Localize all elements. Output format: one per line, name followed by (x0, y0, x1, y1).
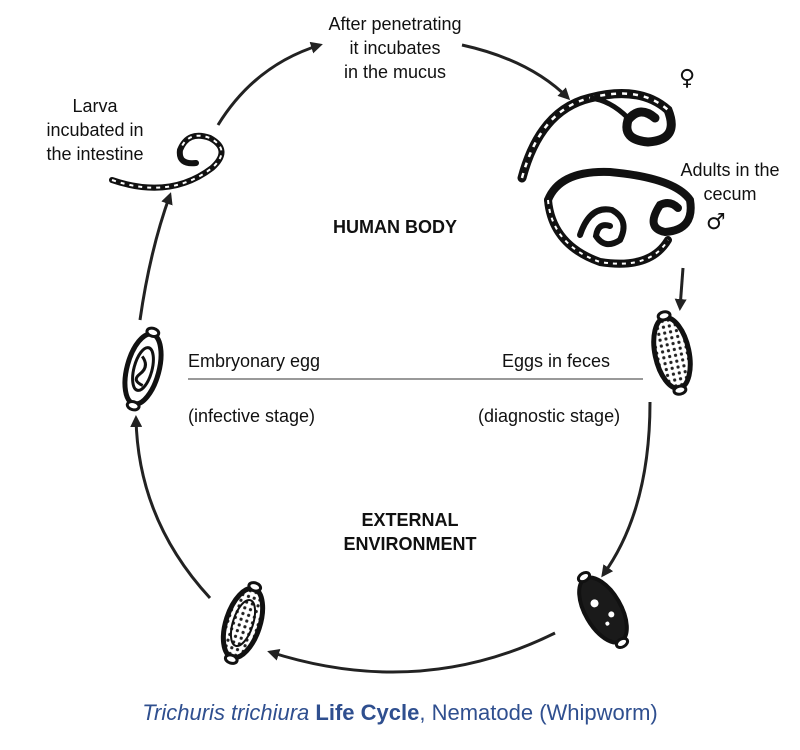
arrow-adults-to-eggs (674, 267, 687, 311)
label-embryonary-egg: Embryonary egg (188, 351, 321, 371)
feces-egg-illustration (651, 310, 693, 396)
arrow-embryonated-to-larva (138, 192, 173, 321)
arrow-eggs-to-env (601, 401, 652, 578)
label-line: incubated in (46, 120, 144, 140)
label-line: EXTERNAL (361, 510, 459, 530)
label-line: the intestine (46, 144, 144, 164)
label-adults: Adults in the cecum (665, 158, 795, 206)
arrow-dev-to-embryonated (130, 415, 212, 600)
label-line: in the mucus (343, 62, 447, 82)
figure-caption: Trichuris trichiura Life Cycle, Nematode… (0, 700, 800, 726)
arrow-larva-to-mucus (216, 41, 323, 126)
caption-rest: , Nematode (Whipworm) (419, 700, 658, 725)
label-line: Larva (72, 96, 118, 116)
label-line: it incubates (349, 38, 441, 58)
larva-illustration (109, 132, 225, 191)
embryonated-egg-illustration (122, 326, 164, 412)
female-symbol: ♀ (679, 66, 696, 91)
label-line: cecum (703, 184, 757, 204)
label-after-penetrating: After penetrating it incubates in the mu… (300, 12, 490, 84)
caption-species: Trichuris trichiura (142, 700, 310, 725)
adult-worms-illustration (517, 89, 695, 268)
label-infective-stage: (infective stage) (188, 406, 316, 426)
developing-egg-illustration (220, 581, 266, 665)
male-symbol: ♂ (706, 210, 726, 235)
arrow-env-to-dev-egg (267, 631, 556, 674)
label-external-environment: EXTERNAL ENVIRONMENT (310, 508, 510, 556)
caption-life-cycle: Life Cycle (315, 700, 420, 725)
label-larva: Larva incubated in the intestine (30, 94, 160, 166)
environment-egg-illustration (576, 571, 630, 649)
label-line: After penetrating (328, 14, 462, 34)
life-cycle-diagram (109, 41, 695, 674)
label-line: Adults in the (680, 160, 780, 180)
label-line: ENVIRONMENT (343, 534, 477, 554)
label-eggs-in-feces: Eggs in feces (502, 351, 611, 371)
label-human-body: HUMAN BODY (333, 217, 457, 237)
arrow-mucus-to-adults (461, 43, 571, 101)
label-diagnostic-stage: (diagnostic stage) (478, 406, 621, 426)
